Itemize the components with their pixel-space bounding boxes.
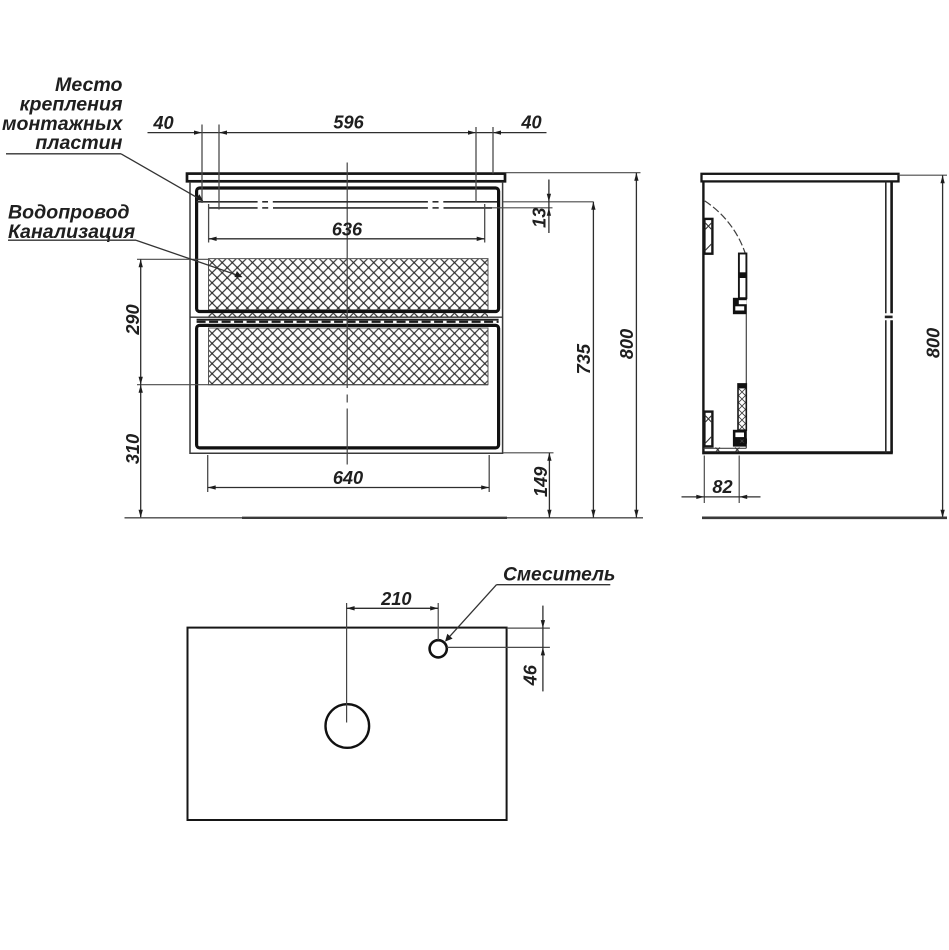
svg-text:800: 800 (923, 328, 943, 358)
svg-text:40: 40 (152, 113, 173, 133)
svg-text:Место: Место (55, 74, 123, 96)
svg-text:735: 735 (574, 343, 594, 374)
svg-text:149: 149 (531, 466, 551, 497)
svg-text:Смеситель: Смеситель (503, 564, 615, 585)
svg-text:Канализация: Канализация (8, 221, 136, 243)
svg-text:310: 310 (123, 434, 143, 464)
svg-text:82: 82 (712, 477, 732, 497)
svg-text:монтажных: монтажных (2, 113, 124, 135)
svg-text:596: 596 (333, 113, 364, 133)
svg-text:Водопровод: Водопровод (8, 202, 130, 224)
svg-text:13: 13 (529, 208, 549, 228)
svg-text:210: 210 (380, 589, 411, 609)
svg-text:40: 40 (520, 113, 541, 133)
svg-text:636: 636 (332, 219, 363, 239)
svg-text:46: 46 (521, 664, 541, 686)
svg-text:800: 800 (617, 329, 637, 359)
svg-text:крепления: крепления (20, 93, 123, 115)
svg-text:пластин: пластин (35, 132, 122, 154)
svg-text:640: 640 (333, 468, 363, 488)
svg-text:290: 290 (123, 304, 143, 335)
